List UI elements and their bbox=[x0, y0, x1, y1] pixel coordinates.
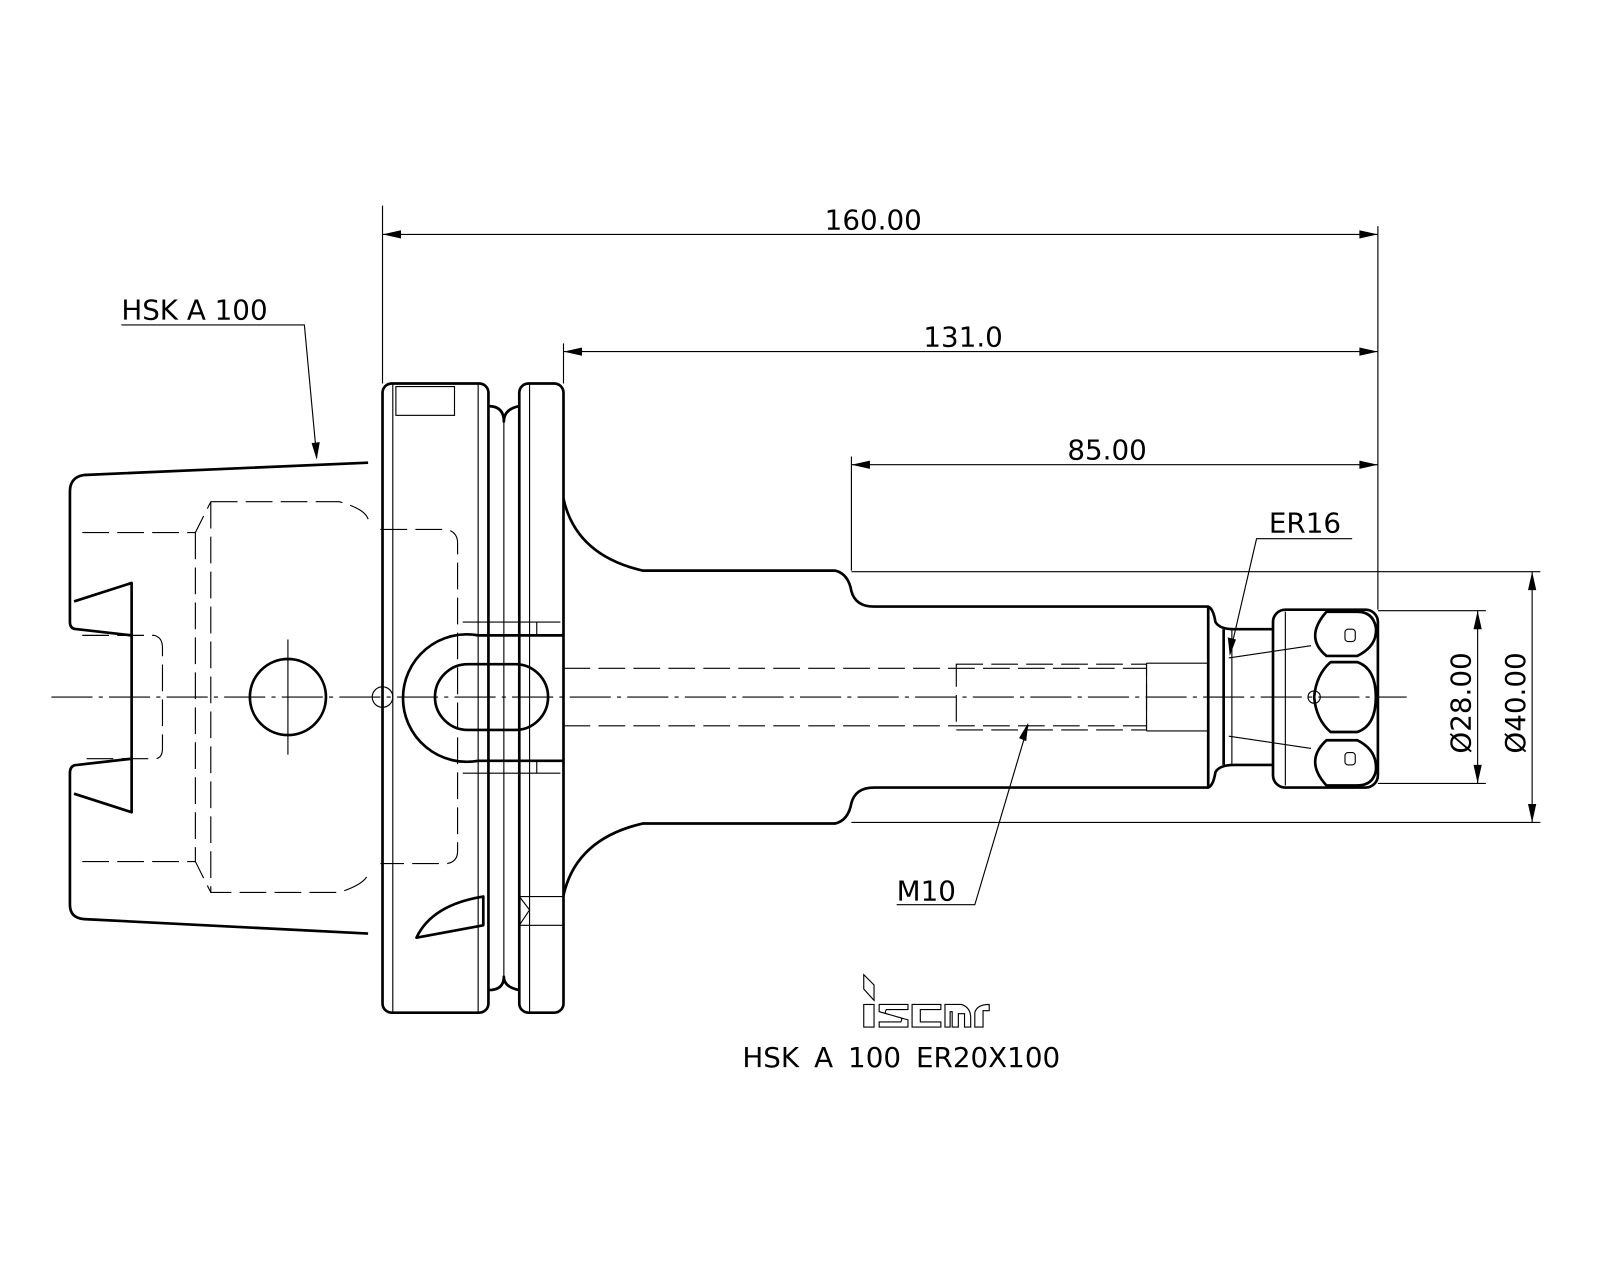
dim-overall-length: 160.00 bbox=[825, 203, 922, 236]
hsk-taper bbox=[68, 461, 459, 935]
dim-nut-diameter: Ø28.00 bbox=[1444, 652, 1477, 753]
dim-flange-to-nose: 131.0 bbox=[923, 320, 1002, 353]
collet-nut bbox=[1271, 608, 1380, 789]
iscar-logo bbox=[863, 973, 990, 1028]
dim-shank-length: 85.00 bbox=[1067, 434, 1146, 467]
dim-shank-diameter: Ø40.00 bbox=[1499, 652, 1532, 753]
label-taper: HSK A 100 bbox=[121, 294, 267, 327]
label-thread: M10 bbox=[897, 875, 956, 908]
shank bbox=[562, 498, 1312, 896]
label-collet: ER16 bbox=[1269, 507, 1341, 540]
dimension-lines bbox=[121, 205, 1541, 906]
flange bbox=[371, 382, 565, 1015]
drawing-title: HSK A 100 ER20X100 bbox=[742, 1041, 1060, 1074]
